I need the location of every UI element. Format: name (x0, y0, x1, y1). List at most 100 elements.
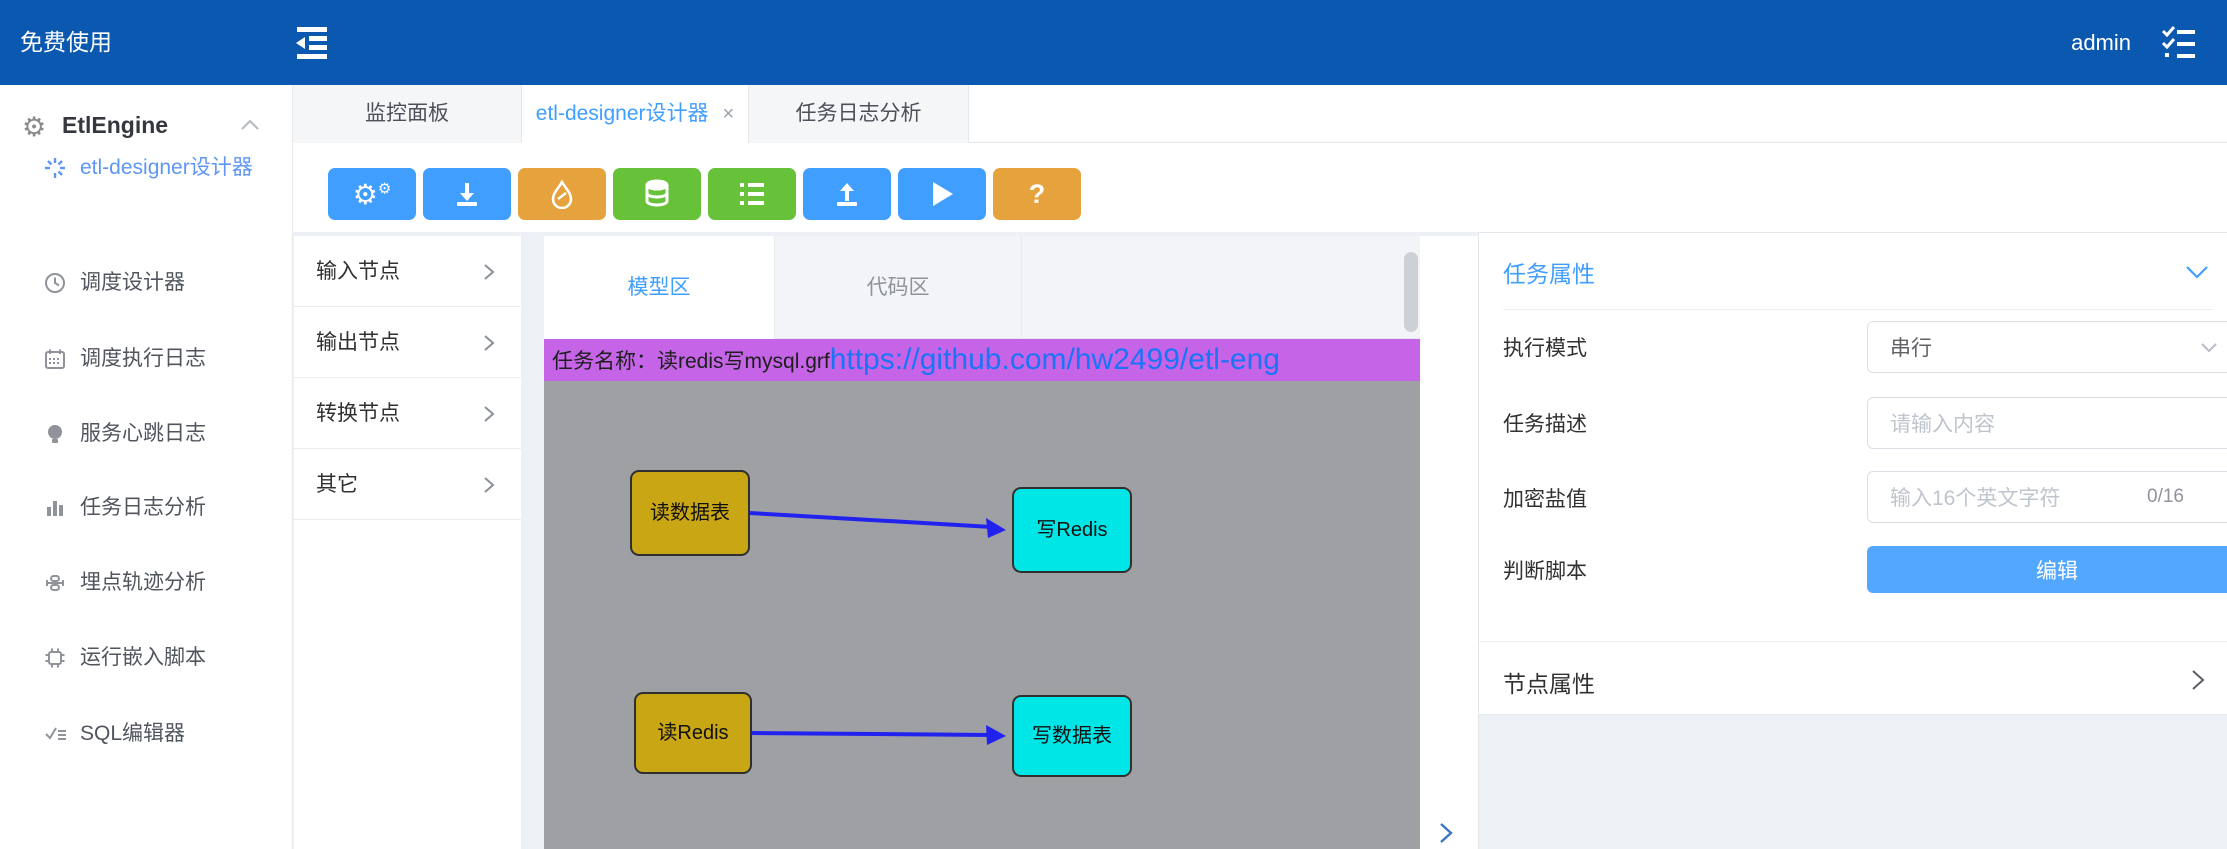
bulb-icon (44, 423, 66, 445)
sidebar-item-label: SQL编辑器 (80, 722, 186, 745)
expand-panel-chevron-icon[interactable] (1438, 821, 1454, 845)
database-button[interactable] (613, 168, 701, 220)
designer-toolbar: ⚙⚙ ? (293, 143, 2227, 232)
upload-icon (832, 179, 862, 209)
spinner-icon (44, 157, 66, 179)
flow-node-read-table[interactable]: 读数据表 (630, 470, 750, 556)
brand-text: 免费使用 (20, 29, 112, 55)
exec-mode-select[interactable]: 串行 (1867, 321, 2227, 373)
group-label: 转换节点 (316, 402, 400, 425)
database-icon (642, 179, 672, 209)
tab-task-log-analysis[interactable]: 任务日志分析 (749, 85, 969, 143)
download-icon (452, 179, 482, 209)
task-properties-card: 任务属性 执行模式 串行 任务描述 请输入内容 加密盐值 输入16个英文字符 0… (1479, 233, 2227, 715)
group-label: 输入节点 (316, 260, 400, 283)
panel-gutter (1420, 236, 1478, 849)
chevron-right-icon (483, 405, 495, 423)
salt-input[interactable]: 输入16个英文字符 0/16 (1867, 471, 2227, 523)
flow-node-write-table[interactable]: 写数据表 (1012, 695, 1132, 777)
flow-node-write-redis[interactable]: 写Redis (1012, 487, 1132, 573)
tab-label: 模型区 (627, 276, 691, 299)
upload-button[interactable] (803, 168, 891, 220)
chevron-right-icon (483, 476, 495, 494)
group-label: 输出节点 (316, 331, 400, 354)
sidebar-item-task-log-analysis[interactable]: 任务日志分析 (0, 486, 293, 530)
top-bar: 免费使用 admin (0, 0, 2227, 85)
node-label: 读Redis (657, 722, 729, 744)
sidebar-item-etl-designer[interactable]: etl-designer设计器 (0, 146, 293, 190)
tab-etl-designer[interactable]: etl-designer设计器 × (522, 85, 749, 143)
main-tab-bar: 监控面板 etl-designer设计器 × 任务日志分析 (293, 85, 2227, 143)
canvas-scrollbar[interactable] (1404, 252, 1418, 332)
sidebar-item-schedule-designer[interactable]: 调度设计器 (0, 261, 293, 305)
app-title: EtlEngine (62, 112, 169, 138)
node-group-input[interactable]: 输入节点 (294, 236, 521, 307)
sql-check-icon (44, 723, 66, 745)
sidebar-item-schedule-log[interactable]: 调度执行日志 (0, 337, 293, 381)
node-group-transform[interactable]: 转换节点 (294, 378, 521, 449)
node-label: 读数据表 (650, 502, 730, 524)
chevron-down-icon[interactable] (2185, 265, 2209, 279)
task-properties-title[interactable]: 任务属性 (1503, 261, 1595, 287)
close-tab-icon[interactable]: × (722, 103, 735, 125)
node-list-button[interactable] (708, 168, 796, 220)
chevron-right-icon (483, 263, 495, 281)
exec-mode-value: 串行 (1890, 337, 1932, 360)
tab-model-area[interactable]: 模型区 (544, 236, 775, 339)
run-button[interactable] (898, 168, 986, 220)
download-button[interactable] (423, 168, 511, 220)
tab-monitor-panel[interactable]: 监控面板 (293, 85, 522, 143)
clean-button[interactable] (518, 168, 606, 220)
tab-code-area[interactable]: 代码区 (775, 236, 1022, 339)
sidebar-item-label: 任务日志分析 (80, 496, 206, 519)
tab-label: etl-designer设计器 (535, 102, 709, 125)
judge-script-label: 判断脚本 (1503, 560, 1587, 583)
sidebar-item-sql-editor[interactable]: SQL编辑器 (0, 712, 293, 756)
chevron-right-icon (483, 334, 495, 352)
exec-mode-label: 执行模式 (1503, 337, 1587, 360)
salt-label: 加密盐值 (1503, 488, 1587, 511)
salt-placeholder: 输入16个英文字符 (1890, 487, 2061, 510)
sidebar-item-label: 服务心跳日志 (80, 422, 206, 445)
sidebar: ⚙ EtlEngine etl-designer设计器 调度设计器 调度执行日志 (0, 85, 293, 849)
group-label: 其它 (316, 473, 358, 496)
edit-script-button[interactable]: 编辑 (1867, 546, 2227, 593)
sidebar-collapse-icon[interactable] (293, 24, 333, 62)
help-button[interactable]: ? (993, 168, 1081, 220)
select-arrow-icon (2200, 342, 2218, 353)
github-link[interactable]: https://github.com/hw2499/etl-eng (829, 343, 1280, 376)
node-properties-title[interactable]: 节点属性 (1503, 671, 1595, 697)
task-file-name: 读redis写mysql.grf (657, 350, 830, 373)
bar-chart-icon (44, 497, 66, 519)
ordered-list-icon (737, 179, 767, 209)
user-name[interactable]: admin (2071, 29, 2131, 55)
node-label: 写Redis (1036, 519, 1108, 541)
sidebar-item-trace-analysis[interactable]: 埋点轨迹分析 (0, 561, 293, 605)
calendar-icon (44, 348, 66, 370)
todo-list-icon[interactable] (2159, 25, 2197, 61)
sidebar-header[interactable]: ⚙ EtlEngine (0, 105, 293, 150)
trace-icon (44, 572, 66, 594)
task-name-label: 任务名称：读redis写mysql.grf (552, 350, 830, 373)
flow-stage[interactable]: 读数据表 写Redis 读Redis 写数据表 (544, 381, 1420, 849)
tab-label: 代码区 (866, 276, 930, 299)
flow-edges (749, 511, 1006, 745)
flow-node-read-redis[interactable]: 读Redis (634, 692, 752, 774)
clock-icon (44, 272, 66, 294)
tab-label: 监控面板 (365, 102, 449, 125)
sidebar-item-label: 运行嵌入脚本 (80, 646, 206, 669)
sidebar-item-run-embedded-script[interactable]: 运行嵌入脚本 (0, 636, 293, 680)
sidebar-item-label: etl-designer设计器 (80, 156, 253, 179)
canvas-tab-bar: 模型区 代码区 (544, 236, 1420, 339)
settings-button[interactable]: ⚙⚙ (328, 168, 416, 220)
play-icon (929, 180, 955, 208)
sidebar-item-heartbeat-log[interactable]: 服务心跳日志 (0, 412, 293, 456)
chevron-right-icon[interactable] (2191, 669, 2205, 691)
task-desc-label: 任务描述 (1503, 413, 1587, 436)
node-group-output[interactable]: 输出节点 (294, 307, 521, 378)
task-desc-input[interactable]: 请输入内容 (1867, 397, 2227, 449)
node-group-other[interactable]: 其它 (294, 449, 521, 520)
sidebar-item-label: 埋点轨迹分析 (80, 571, 206, 594)
gears-icon: ⚙⚙ (352, 177, 392, 211)
